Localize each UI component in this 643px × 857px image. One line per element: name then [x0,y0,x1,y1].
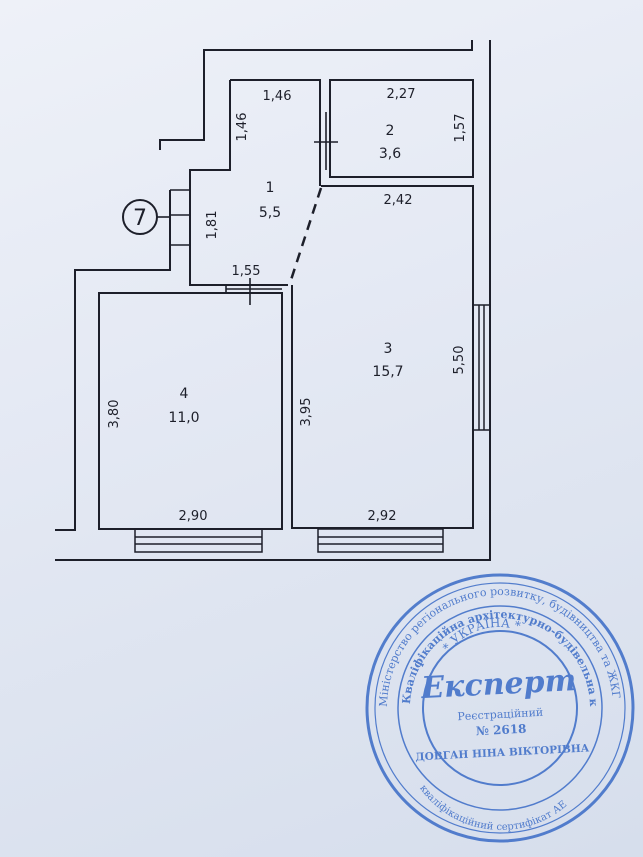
apartment-number: 7 [133,206,147,231]
dim-room3-left: 3,95 [299,398,314,427]
dim-room2-top: 2,27 [387,87,416,102]
room-2-area: 3,6 [379,146,401,162]
dim-room1-top: 1,46 [263,89,292,104]
room-4-number: 4 [180,386,189,402]
dim-room1-bottom: 1,55 [232,264,261,279]
dimension-labels: 1,46 1,46 1,81 1,55 2,27 1,57 2,42 5,50 … [107,87,468,524]
room-1-walls [230,79,321,186]
room-1-number: 1 [266,180,275,196]
stamp-registration-label: Реєстраційний [457,706,543,723]
dim-room1-left: 1,81 [205,211,220,240]
window-room-3-east [472,304,491,431]
room-1-area: 5,5 [259,205,281,221]
open-partition [288,187,323,284]
windows [134,304,491,553]
room-labels: 1 5,5 2 3,6 3 15,7 4 11,0 [168,123,403,426]
stamp-name: ДОВГАН НІНА ВІКТОРІВНА [415,742,590,763]
apartment-marker: 7 [122,199,170,235]
window-room-3-south [317,528,444,553]
dim-room3-right: 5,50 [452,346,467,375]
room-3-area: 15,7 [372,364,403,380]
dim-room2-right: 1,57 [453,114,468,143]
room-walls [98,79,474,530]
dim-room1-upper: 1,46 [235,113,250,142]
dim-room3-bottom: 2,92 [368,509,397,524]
room-2-walls [329,79,474,178]
dim-room4-bottom: 2,90 [179,509,208,524]
stamp-title: Експерт [419,663,577,706]
room-2-number: 2 [386,123,395,139]
room-3-number: 3 [384,341,393,357]
room-3-walls [291,185,474,529]
window-room-4-south [134,528,263,553]
stamp-registration-number: № 2618 [476,722,527,739]
room-4-area: 11,0 [168,410,199,426]
outer-walls [55,40,491,561]
dim-room3-top: 2,42 [384,193,413,208]
door-marks [170,112,338,305]
dim-room4-left: 3,80 [107,400,122,429]
